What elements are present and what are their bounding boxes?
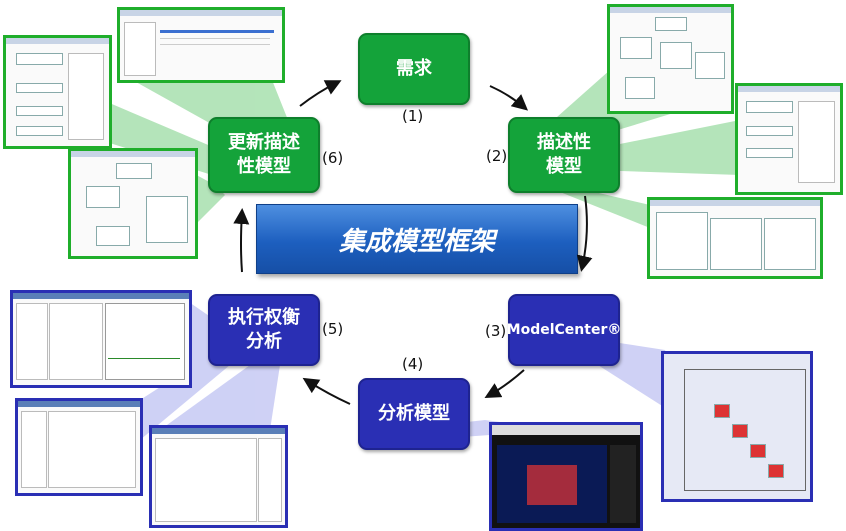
node-analysis-model-label: 分析模型 [378,403,450,424]
node-tradeoff-analysis-label: 执行权衡 分析 [228,307,300,352]
ray-trade-to-thumb-mid [140,355,230,440]
screenshot-thumbnail-modelcenter [661,351,813,502]
center-title: 集成模型框架 [338,226,495,257]
screenshot-thumbnail-left-center [68,148,198,259]
arrow-desc-to-modelcenter [576,195,593,272]
node-descriptive-model-label: 描述性 模型 [537,132,591,177]
ray-trade-to-thumb-bottom [160,365,280,430]
screenshot-thumbnail-top-right [607,4,734,114]
node-tradeoff-analysis: 执行权衡 分析 [208,294,320,366]
node-requirements: 需求 [358,33,470,105]
node-requirements-label: 需求 [396,58,432,79]
screenshot-thumbnail-top-left [117,7,285,83]
arrow-modelcenter-to-analysis [484,369,525,398]
node-update-descriptive-model-label: 更新描述 性模型 [228,132,300,177]
arrow-update-to-requirements [299,80,342,107]
step-label-5: (5) [322,320,344,338]
step-label-4: (4) [402,355,424,373]
node-modelcenter: ModelCenter® [506,294,622,366]
step-label-2: (2) [486,147,508,165]
screenshot-thumbnail-tradeoff-mid [15,398,143,496]
ray-desc-to-thumb-bottom [555,185,655,230]
arrow-tradeoff-to-update [233,208,250,273]
screenshot-thumbnail-tradeoff-3d [149,425,288,528]
screenshot-thumbnail-lower-right [647,197,823,279]
screenshot-thumbnail-right [735,83,843,195]
node-modelcenter-label: ModelCenter® [506,322,622,338]
integrated-model-framework-banner: 集成模型框架 [256,204,578,274]
screenshot-thumbnail-tradeoff-top [10,290,192,388]
node-update-descriptive-model: 更新描述 性模型 [208,117,320,193]
step-label-1: (1) [402,107,424,125]
ray-desc-to-thumb-right [590,120,740,175]
step-label-3: (3) [485,322,507,340]
arrow-analysis-to-tradeoff [302,377,351,405]
arrow-requirements-to-desc [489,85,529,111]
step-label-6: (6) [322,149,344,167]
screenshot-thumbnail-analysis [489,422,643,531]
node-analysis-model: 分析模型 [358,378,470,450]
node-descriptive-model: 描述性 模型 [508,117,620,193]
screenshot-thumbnail-far-left [3,35,112,149]
